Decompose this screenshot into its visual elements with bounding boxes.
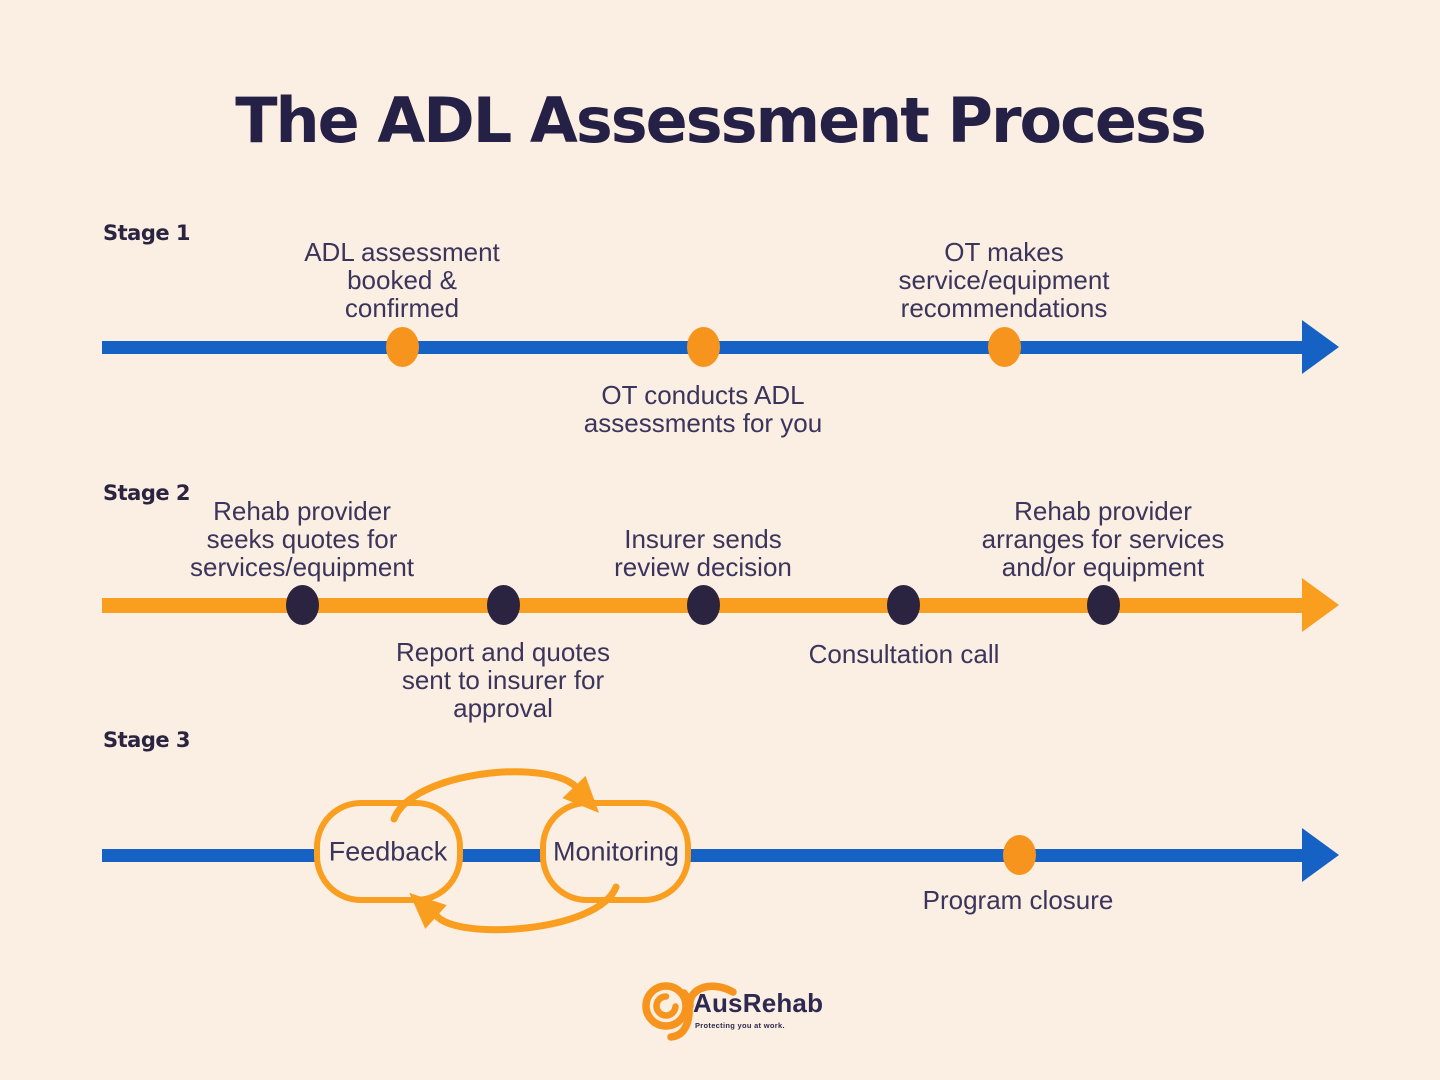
loop-arrowhead-left-icon xyxy=(409,892,447,929)
stage-2-dot-5 xyxy=(1087,585,1120,625)
loop-arrow-top xyxy=(390,768,582,823)
stage-3-arrowhead-icon xyxy=(1302,828,1339,882)
stage-1-dot-3 xyxy=(988,327,1021,367)
feedback-bubble xyxy=(314,800,463,903)
stage-3-event-1-label: Program closure xyxy=(922,885,1114,915)
stage-2-dot-2 xyxy=(487,585,520,625)
stage-1-arrowhead-icon xyxy=(1302,320,1339,374)
stage-2-dot-3 xyxy=(687,585,720,625)
page-title: The ADL Assessment Process xyxy=(235,84,1207,157)
loop-arrowhead-right-icon xyxy=(562,775,600,813)
stage-2-event-4-label: Consultation call xyxy=(808,639,1000,669)
stage-2-event-3-label: Insurer sends review decision xyxy=(614,524,792,582)
feedback-monitoring-loop xyxy=(314,768,691,934)
ausrehab-logo-icon xyxy=(642,982,737,1041)
stage-2-dot-4 xyxy=(887,585,920,625)
stage-3-dot-1 xyxy=(1003,835,1036,875)
stage-1-dot-2 xyxy=(687,327,720,367)
stage-1-event-3-label: OT makes service/equipment recommendatio… xyxy=(898,237,1110,323)
stage-3-label: Stage 3 xyxy=(103,728,191,752)
monitoring-bubble xyxy=(540,800,691,903)
stage-2-event-1-label: Rehab provider seeks quotes for services… xyxy=(190,496,414,582)
logo-name: AusRehab xyxy=(693,988,824,1018)
stage-1-dot-1 xyxy=(386,327,419,367)
stage-2-event-5-label: Rehab provider arranges for services and… xyxy=(981,496,1225,582)
stage-2-arrowhead-icon xyxy=(1302,578,1339,632)
stage-1-label: Stage 1 xyxy=(103,221,191,245)
logo-tagline: Protecting you at work. xyxy=(695,1021,785,1030)
stage-1-event-1-label: ADL assessment booked & confirmed xyxy=(304,237,500,323)
loop-arrow-bottom xyxy=(432,883,620,934)
stage-1-event-2-label: OT conducts ADL assessments for you xyxy=(583,380,823,438)
stage-2-label: Stage 2 xyxy=(103,481,191,505)
stage-2-dot-1 xyxy=(286,585,319,625)
monitoring-label: Monitoring xyxy=(552,836,680,867)
stage-2-event-2-label: Report and quotes sent to insurer for ap… xyxy=(396,637,610,723)
feedback-label: Feedback xyxy=(328,836,448,867)
